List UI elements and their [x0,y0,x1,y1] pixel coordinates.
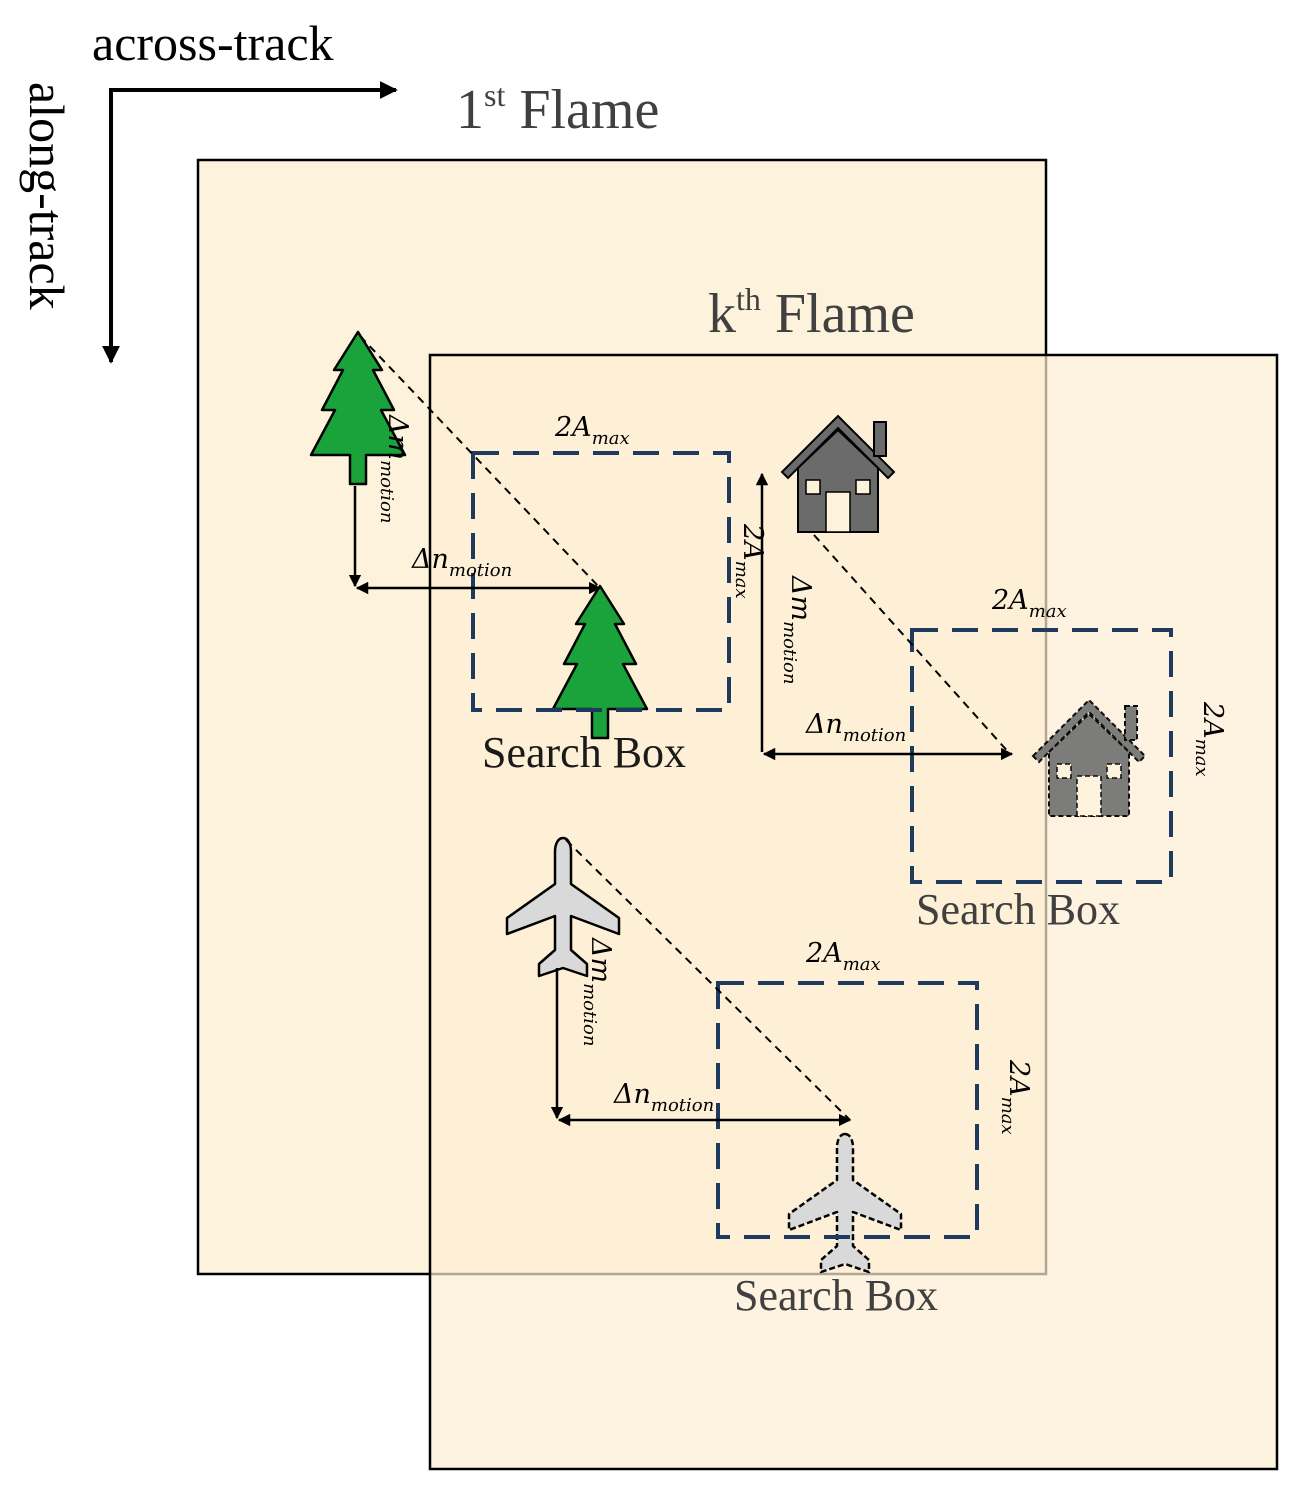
kth-frame-title: kth Flame [708,281,915,345]
motion-path [813,534,1011,755]
motion-path [359,335,601,589]
delta-n-label: Δnmotion [613,1079,714,1116]
motion-path [565,839,851,1121]
delta-n-label: Δnmotion [805,709,906,746]
search-box-label: Search Box [482,728,686,777]
across-track-label: across-track [92,15,334,71]
tree-motion-group: Δmmotion Δnmotion 2Amax 2Amax Search Box [309,330,768,777]
box-width-label: 2Amax [554,412,630,449]
search-box [471,451,731,712]
search-box-label: Search Box [734,1271,938,1320]
delta-m-label: Δmmotion [779,575,816,684]
delta-m-label: Δmmotion [579,937,616,1046]
box-height-label: 2Amax [997,1059,1034,1135]
box-height-label: 2Amax [1191,701,1228,777]
along-track-label: along-track [19,82,75,310]
house-motion-group: Δmmotion Δnmotion 2Amax 2Amax Search Box [755,415,1228,934]
search-box [716,981,979,1239]
first-frame-title: 1st Flame [456,77,659,141]
search-box-label: Search Box [916,885,1120,934]
delta-m-label: Δmmotion [376,414,413,523]
airplane-motion-group: Δmmotion Δnmotion 2Amax 2Amax Search Box [505,836,1034,1320]
delta-n-label: Δnmotion [411,544,512,581]
box-width-label: 2Amax [805,938,881,975]
box-width-label: 2Amax [991,585,1067,622]
